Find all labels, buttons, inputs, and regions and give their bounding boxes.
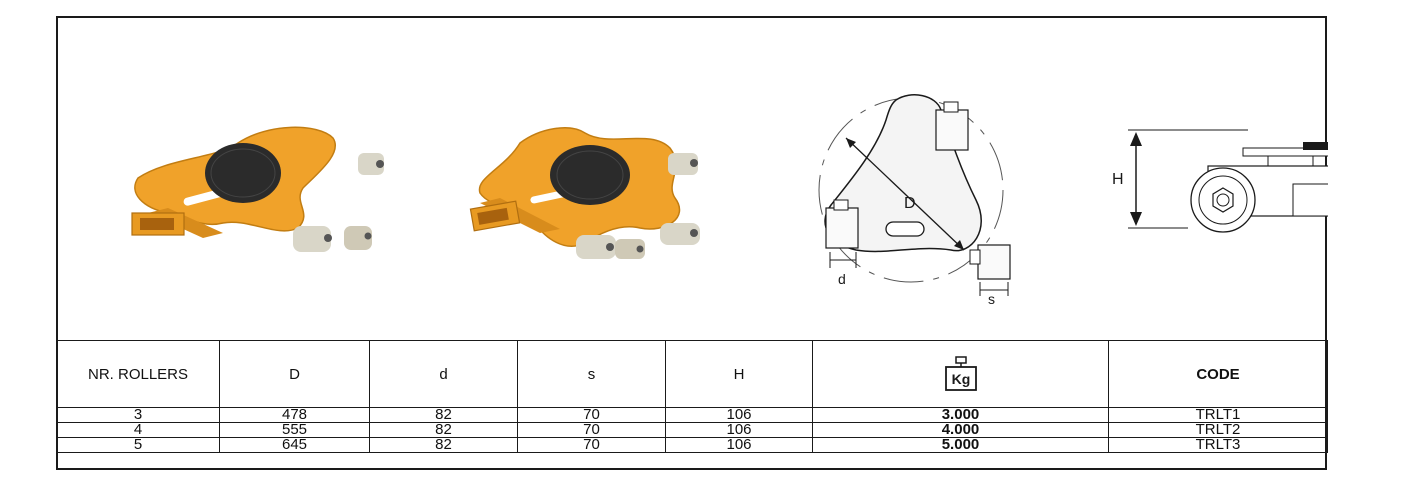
roller-icon [344,226,372,250]
cell-s: 70 [517,437,666,453]
roller-icon [660,223,700,245]
specification-table: NR. ROLLERS D d s H Kg CODE [56,340,1328,453]
cell-nr-rollers: 5 [56,437,220,453]
table-row: 4 555 82 70 106 4.000 TRLT2 [56,422,1328,438]
header-weight: Kg [812,340,1109,408]
roller-icon [668,153,698,175]
dimension-label-D: D [904,195,916,212]
cell-weight: 3.000 [812,407,1109,423]
cell-D: 645 [219,437,370,453]
top-view-drawing: D d s [818,94,1011,305]
roller-icon [293,226,332,252]
cell-d: 82 [369,437,518,453]
weight-icon-text: Kg [951,371,970,387]
dimension-label-H: H [1112,171,1124,188]
dimension-label-d: d [838,271,846,287]
header-H: H [665,340,813,408]
product-photo-4-rollers [469,127,700,259]
cell-s: 70 [517,422,666,438]
roller-icon [576,235,616,259]
table-row: 5 645 82 70 106 5.000 TRLT3 [56,437,1328,453]
table-row: 3 478 82 70 106 3.000 TRLT1 [56,407,1328,423]
header-D: D [219,340,370,408]
cell-code: TRLT3 [1108,437,1328,453]
cell-weight: 5.000 [812,437,1109,453]
side-view-drawing: H [1112,129,1328,233]
header-d: d [369,340,518,408]
header-nr-rollers: NR. ROLLERS [56,340,220,408]
cell-H: 106 [665,437,813,453]
weight-kg-icon: Kg [944,356,978,392]
dimension-label-s: s [988,291,995,305]
product-images-panel: D d s H [58,18,1328,341]
table-header-row: NR. ROLLERS D d s H Kg CODE [56,340,1328,408]
header-s: s [517,340,666,408]
product-sheet: D d s H [56,16,1328,470]
product-photo-3-rollers [131,126,384,252]
header-code: CODE [1108,340,1328,408]
roller-icon [358,153,384,175]
roller-icon [615,239,645,259]
